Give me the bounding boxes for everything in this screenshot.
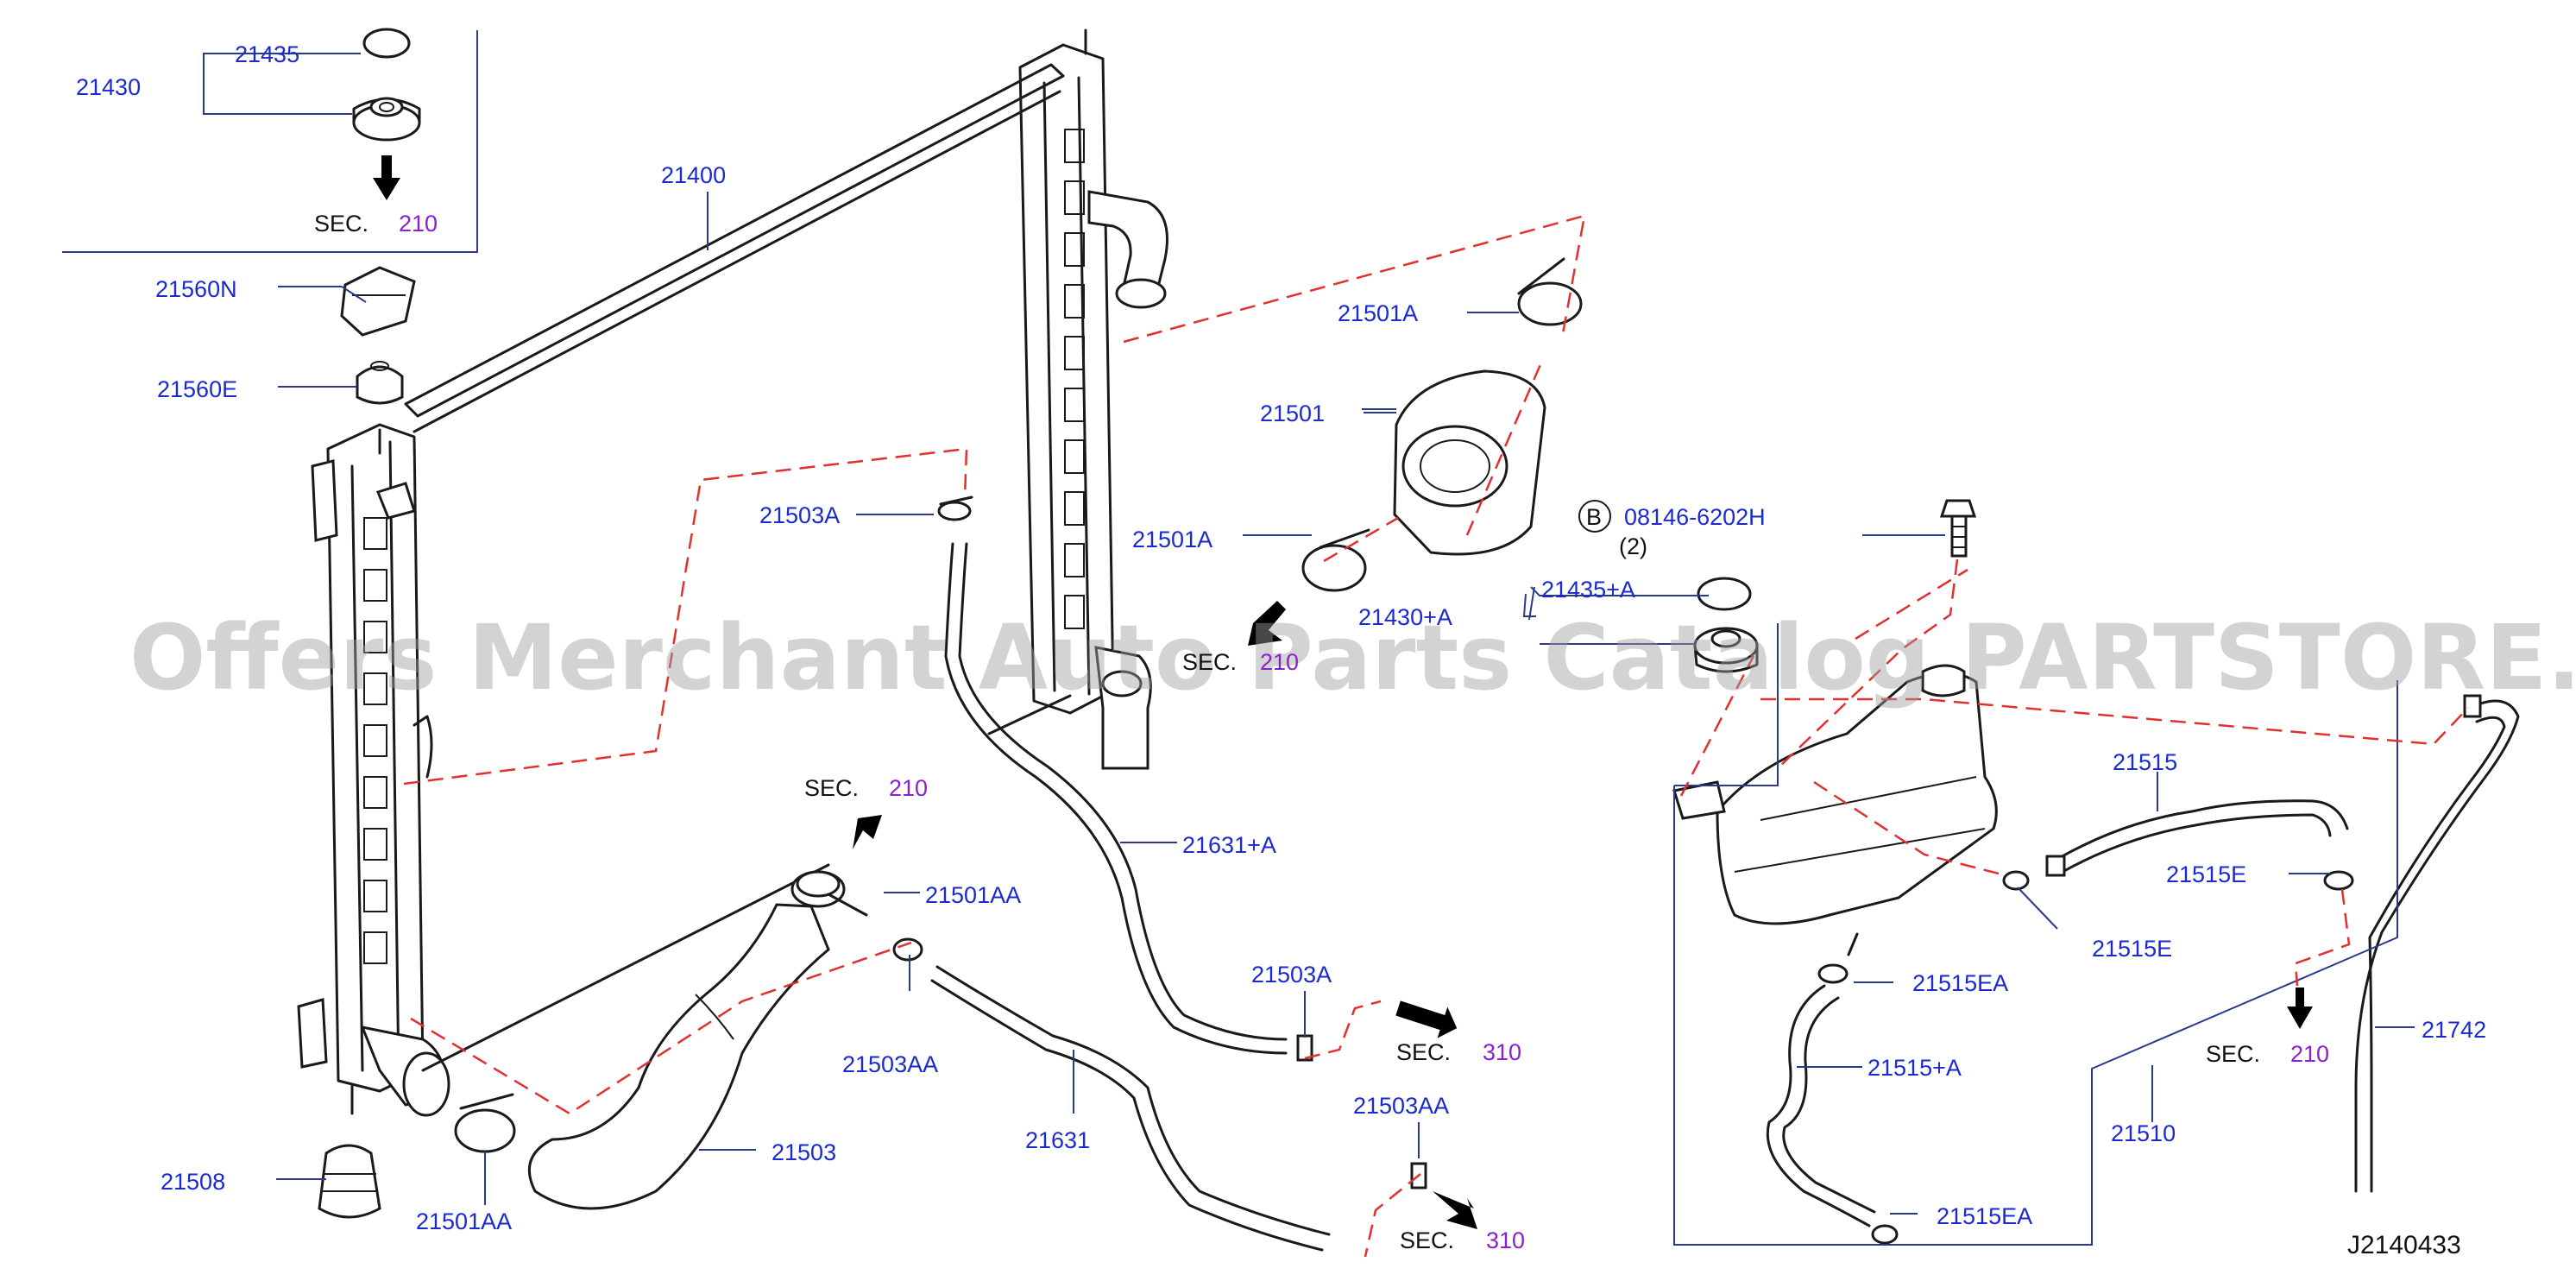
- label-21503A-top: 21503A: [759, 502, 840, 528]
- reservoir-hose-21515-icon: [2002, 799, 2354, 891]
- bolt-marker: B: [1586, 504, 1602, 530]
- watermark: Offers Merchant Auto Parts Catalog PARTS…: [129, 605, 2576, 710]
- label-21631: 21631: [1025, 1127, 1090, 1153]
- long-hose-21742-icon: [2354, 694, 2520, 1193]
- upper-mount-icon: [340, 266, 416, 337]
- label-21430: 21430: [76, 74, 141, 100]
- sec-number-5: 310: [1486, 1227, 1525, 1253]
- label-21515: 21515: [2113, 749, 2177, 775]
- sec-prefix-1: SEC.: [314, 211, 368, 237]
- reservoir-hose-21515A-icon: [1766, 963, 1899, 1245]
- label-21501A-top: 21501A: [1338, 300, 1418, 326]
- label-21501A-mid: 21501A: [1132, 527, 1212, 552]
- sec-number-6: 210: [2290, 1041, 2329, 1067]
- label-21430A: 21430+A: [1358, 604, 1452, 630]
- bolt-part-number: 08146-6202H: [1624, 504, 1766, 530]
- reference-lines: [403, 214, 2469, 1258]
- bolt-quantity: (2): [1619, 533, 1647, 559]
- label-21631A: 21631+A: [1182, 832, 1276, 858]
- label-21503AA-left: 21503AA: [842, 1051, 938, 1077]
- radiator-cap-icon: [352, 97, 421, 142]
- sec-prefix-4: SEC.: [1396, 1039, 1451, 1065]
- section-arrows: [853, 601, 2313, 1229]
- reservoir-tank-icon: [1672, 664, 1998, 956]
- upper-hose-icon: [1393, 369, 1546, 556]
- radiator-icon: [297, 28, 1168, 1117]
- leader-lines: [276, 192, 2415, 1215]
- reservoir-cap-icon: [1693, 577, 1759, 673]
- part-labels: 21430 21435 21400 21560N 21560E 21503A 2…: [76, 41, 2486, 1234]
- label-21503: 21503: [772, 1139, 836, 1165]
- label-21742: 21742: [2422, 1017, 2486, 1043]
- cap-seal-icon: [362, 28, 411, 59]
- hose-clamp-upper-icon: [1517, 257, 1583, 326]
- sec-prefix-6: SEC.: [2206, 1041, 2260, 1067]
- sec-number-1: 210: [399, 211, 438, 237]
- sec-prefix-5: SEC.: [1400, 1227, 1454, 1253]
- label-21503AA-right: 21503AA: [1353, 1093, 1449, 1119]
- hose-clamp-mid-icon: [1301, 528, 1370, 592]
- label-21515EA-top: 21515EA: [1912, 970, 2008, 996]
- bolt-icon: [1939, 499, 1977, 558]
- label-21515E-mid: 21515E: [2092, 936, 2172, 962]
- overflow-hose-upper-icon: [937, 495, 1288, 1055]
- label-21501: 21501: [1260, 401, 1325, 426]
- lower-hose-clamp-icon: [796, 870, 868, 917]
- label-21501AA-right: 21501AA: [925, 882, 1021, 908]
- label-21515E-right: 21515E: [2166, 861, 2246, 887]
- sec-number-3: 210: [889, 775, 928, 801]
- sec-number-2: 210: [1260, 649, 1299, 675]
- label-21560N: 21560N: [155, 276, 237, 302]
- label-21508: 21508: [161, 1169, 225, 1195]
- reservoir-group-box: [1673, 680, 2398, 1246]
- label-21501AA-left: 21501AA: [416, 1208, 512, 1234]
- upper-bushing-icon: [356, 361, 404, 405]
- label-21510: 21510: [2111, 1120, 2176, 1146]
- label-21435A: 21435+A: [1541, 577, 1635, 603]
- radiator-cap-inset: [62, 28, 478, 253]
- sec-number-4: 310: [1483, 1039, 1521, 1065]
- label-21435: 21435: [235, 41, 299, 67]
- lower-bushing-icon: [318, 1144, 381, 1219]
- bolt-callout: B 08146-6202H (2): [1578, 500, 1766, 559]
- label-21400: 21400: [661, 162, 726, 188]
- label-21560E: 21560E: [157, 376, 237, 402]
- label-21515A: 21515+A: [1867, 1055, 1962, 1081]
- overflow-hose-lower-icon: [892, 937, 1331, 1252]
- label-21515EA-bottom: 21515EA: [1937, 1203, 2032, 1229]
- sec-prefix-2: SEC.: [1182, 649, 1237, 675]
- sec-prefix-3: SEC.: [804, 775, 859, 801]
- diagram-code: J2140433: [2347, 1231, 2461, 1259]
- section-references: SEC. 210 SEC. 210 SEC. 210 SEC. 310 SEC.…: [314, 211, 2329, 1253]
- label-21503A-bottom: 21503A: [1251, 962, 1332, 988]
